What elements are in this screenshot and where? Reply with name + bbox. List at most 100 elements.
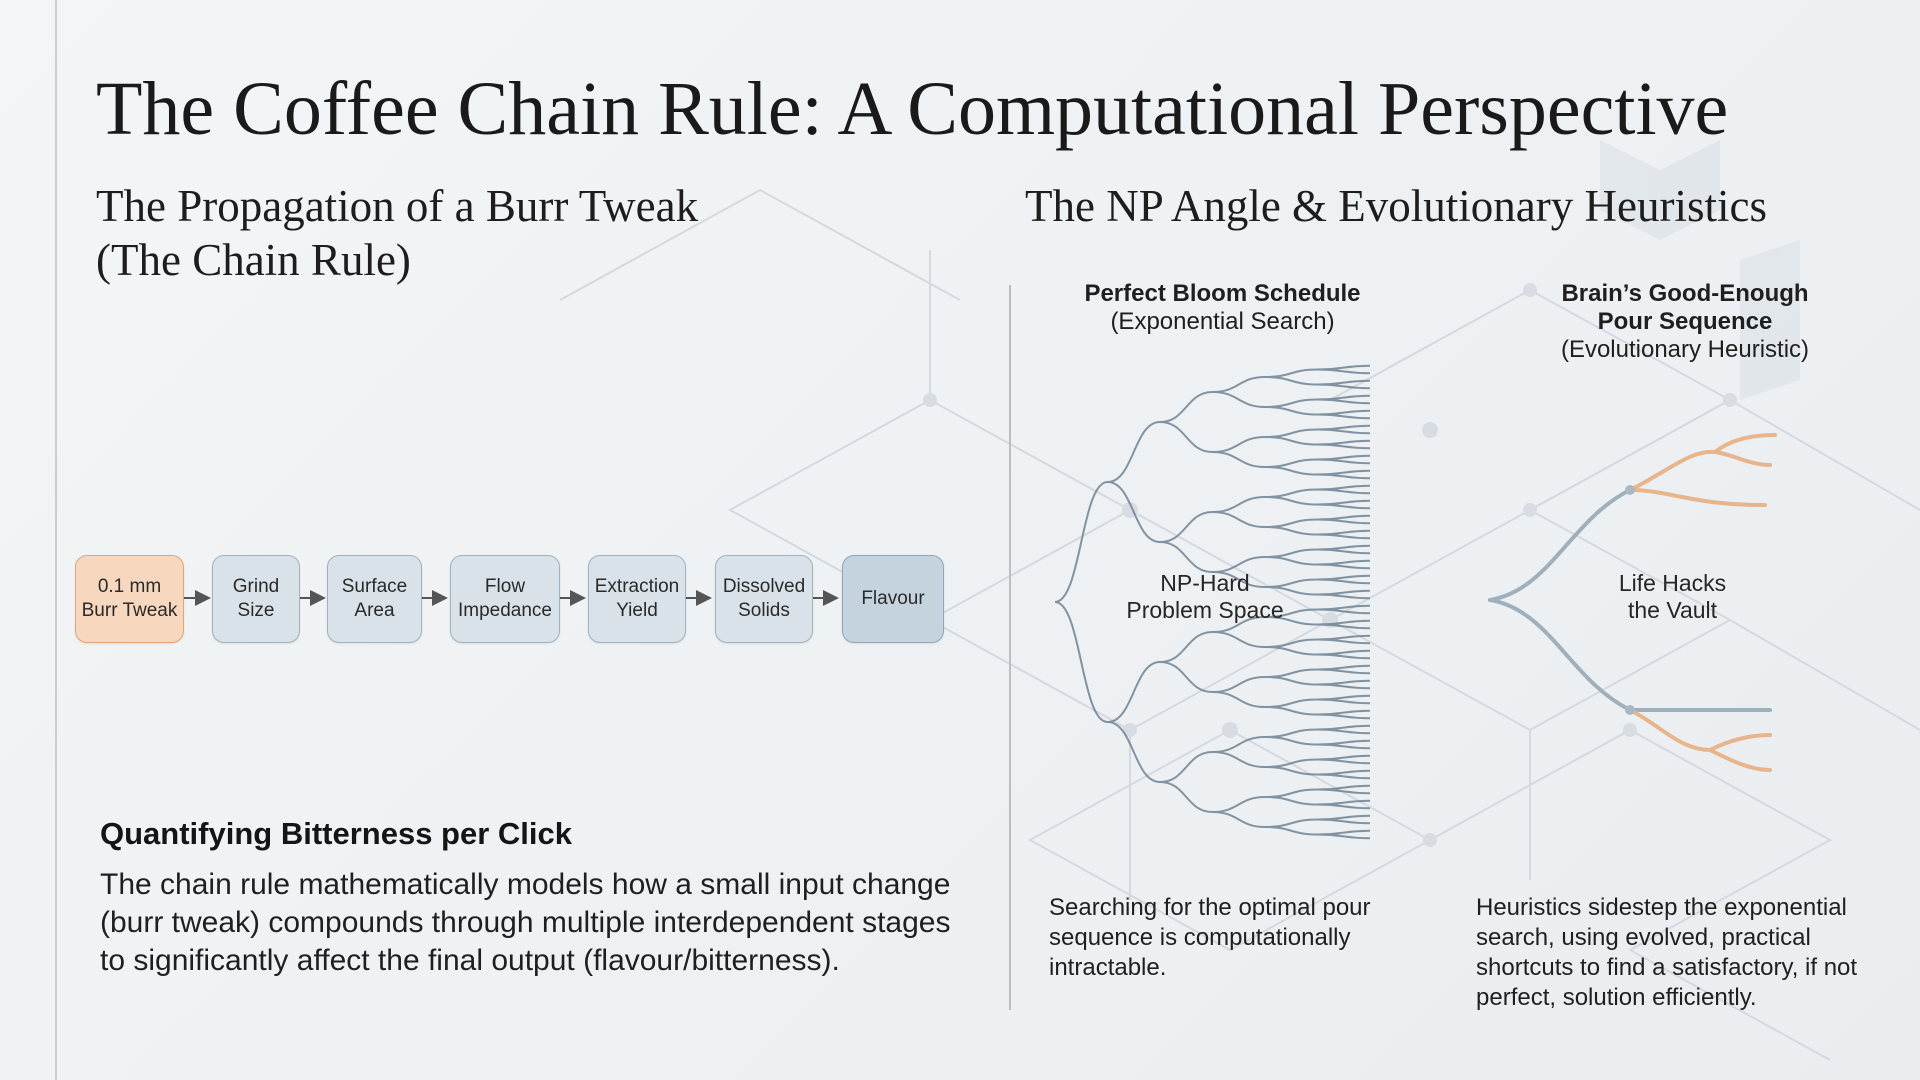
tree-branch xyxy=(1265,730,1318,738)
tree-branch xyxy=(1265,790,1318,798)
tree-branch xyxy=(1318,430,1371,434)
tree-branch xyxy=(1318,400,1371,404)
tree-branch xyxy=(1213,497,1266,512)
tree-branch xyxy=(1265,527,1318,535)
np-hard-label: NP-Hard Problem Space xyxy=(1110,570,1300,624)
tree-branch xyxy=(1318,670,1371,674)
tree-branch xyxy=(1213,512,1266,527)
page-title: The Coffee Chain Rule: A Computational P… xyxy=(96,68,1728,152)
tree-branch xyxy=(1318,445,1371,449)
tree-branch xyxy=(1318,505,1371,509)
tree-branch xyxy=(1265,460,1318,468)
tree-branch xyxy=(1318,835,1371,839)
tree-branch xyxy=(1265,640,1318,648)
tree-branch xyxy=(1108,722,1161,782)
tree-branch xyxy=(1213,737,1266,752)
tree-branch xyxy=(1318,475,1371,479)
tree-branch xyxy=(1265,767,1318,775)
tree-branch xyxy=(1318,565,1371,569)
tree-branch xyxy=(1108,662,1161,722)
tree-branch xyxy=(1055,482,1108,602)
chain-node-flavour: Flavour xyxy=(842,555,944,643)
tree-branch xyxy=(1318,520,1371,524)
tree-branch xyxy=(1265,677,1318,685)
tree-branch xyxy=(1318,760,1371,764)
tree-branch xyxy=(1265,670,1318,678)
tree-branch xyxy=(1265,400,1318,408)
tree-branch xyxy=(1265,497,1318,505)
chain-node-burr-tweak: 0.1 mm Burr Tweak xyxy=(75,555,184,643)
tree-branch xyxy=(1318,820,1371,824)
perfect-bloom-title: Perfect Bloom Schedule xyxy=(1060,280,1385,308)
perfect-bloom-label: Perfect Bloom Schedule (Exponential Sear… xyxy=(1060,280,1385,336)
chain-node-grind-size: Grind Size xyxy=(212,555,300,643)
tree-branch xyxy=(1318,700,1371,704)
tree-branch xyxy=(1318,805,1371,809)
tree-branch xyxy=(1160,782,1213,812)
left-subtitle-text: The Propagation of a Burr Tweak (The Cha… xyxy=(96,181,698,285)
tree-branch xyxy=(1160,392,1213,422)
tree-branch xyxy=(1213,377,1266,392)
tree-branch xyxy=(1265,827,1318,835)
tree-branch xyxy=(1265,797,1318,805)
tree-branch xyxy=(1265,707,1318,715)
tree-branch xyxy=(1265,490,1318,498)
tree-branch xyxy=(1160,632,1213,662)
tree-branch xyxy=(1318,610,1371,614)
left-margin-rule xyxy=(55,0,57,1080)
chain-node-flow-impedance: Flow Impedance xyxy=(450,555,560,643)
tree-branch xyxy=(1213,452,1266,467)
chain-node-extraction-yield: Extraction Yield xyxy=(588,555,686,643)
bitterness-description: The chain rule mathematically models how… xyxy=(100,866,960,980)
tree-branch xyxy=(1318,790,1371,794)
tree-branch xyxy=(1265,467,1318,475)
tree-branch xyxy=(1265,647,1318,655)
tree-branch xyxy=(1318,775,1371,779)
tree-branch xyxy=(1213,392,1266,407)
tree-branch xyxy=(1265,370,1318,378)
tree-branch xyxy=(1265,520,1318,528)
chain-node-dissolved-solids: Dissolved Solids xyxy=(715,555,813,643)
tree-branch xyxy=(1213,632,1266,647)
tree-branch xyxy=(1055,602,1108,722)
right-section-subtitle: The NP Angle & Evolutionary Heuristics xyxy=(1025,179,1767,233)
tree-branch xyxy=(1160,752,1213,782)
tree-branch xyxy=(1265,430,1318,438)
tree-branch xyxy=(1318,535,1371,539)
brain-heuristic-title: Brain’s Good-Enough Pour Sequence xyxy=(1530,280,1840,336)
np-hard-label-text: NP-Hard Problem Space xyxy=(1126,570,1283,623)
tree-branch xyxy=(1265,550,1318,558)
tree-branch xyxy=(1318,655,1371,659)
tree-branch xyxy=(1318,460,1371,464)
tree-branch xyxy=(1318,580,1371,584)
tree-branch xyxy=(1108,482,1161,542)
tree-branch xyxy=(1265,700,1318,708)
tree-branch xyxy=(1318,370,1371,374)
tree-branch xyxy=(1318,490,1371,494)
chain-node-surface-area: Surface Area xyxy=(327,555,422,643)
life-hacks-label: Life Hacks the Vault xyxy=(1580,570,1765,624)
tree-branch xyxy=(1318,640,1371,644)
chain-rule-flow: 0.1 mm Burr Tweak Grind Size Surface Are… xyxy=(75,555,945,645)
tree-branch xyxy=(1213,797,1266,812)
tree-branch xyxy=(1265,760,1318,768)
tree-branch xyxy=(1160,662,1213,692)
tree-branch xyxy=(1318,715,1371,719)
tree-branch xyxy=(1265,737,1318,745)
np-caption: Searching for the optimal pour sequence … xyxy=(1049,893,1394,983)
tree-branch xyxy=(1213,752,1266,767)
tree-branch xyxy=(1318,385,1371,389)
tree-branch xyxy=(1265,377,1318,385)
tree-branch xyxy=(1265,557,1318,565)
tree-branch xyxy=(1160,422,1213,452)
tree-branch xyxy=(1213,812,1266,827)
tree-branch xyxy=(1213,692,1266,707)
tree-branch xyxy=(1318,745,1371,749)
life-hacks-label-text: Life Hacks the Vault xyxy=(1619,570,1726,623)
heuristic-caption: Heuristics sidestep the exponential sear… xyxy=(1476,893,1886,1013)
tree-branch xyxy=(1318,415,1371,419)
tree-branch xyxy=(1265,437,1318,445)
left-section-subtitle: The Propagation of a Burr Tweak (The Cha… xyxy=(96,179,796,287)
tree-branch xyxy=(1265,407,1318,415)
perfect-bloom-subtitle: (Exponential Search) xyxy=(1110,308,1334,335)
